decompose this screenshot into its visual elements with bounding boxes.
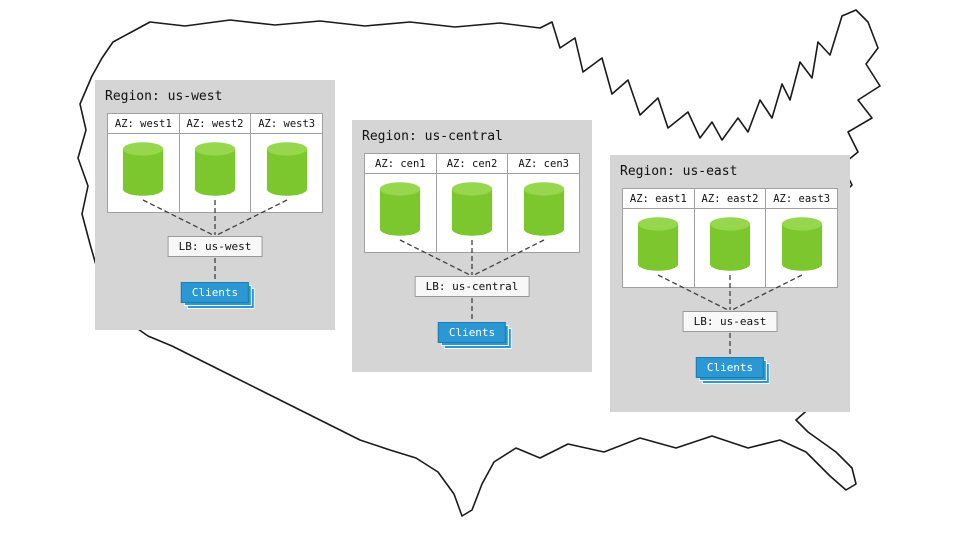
region-title: Region: us-east [620,164,738,179]
database-cylinder-icon [194,142,236,196]
database-cylinder-icon [266,142,307,196]
load-balancer-label: LB: us-central [425,280,519,293]
az-label: AZ: east2 [694,189,766,209]
az-row: AZ: cen1 AZ: cen2 AZ: cen3 [364,153,581,253]
region-panel-us-east: Region: us-east AZ: east1 AZ: east2 AZ: … [610,155,850,412]
az-cell: AZ: west1 [107,113,180,213]
az-label: AZ: cen3 [508,154,580,174]
database-cylinder-icon [638,217,679,271]
load-balancer-box: LB: us-west [167,236,263,257]
load-balancer-label: LB: us-east [693,315,767,328]
clients-label: Clients [695,357,765,378]
az-label: AZ: east1 [623,189,694,209]
az-label: AZ: west3 [251,114,323,134]
az-label: AZ: west1 [108,114,179,134]
clients-label: Clients [437,322,507,343]
database-cylinder-icon [451,182,493,236]
region-panel-us-west: Region: us-west AZ: west1 AZ: west2 AZ: … [95,80,335,330]
az-row: AZ: west1 AZ: west2 AZ: west3 [107,113,324,213]
database-cylinder-icon [781,217,822,271]
clients-box: Clients [180,282,256,309]
az-cell: AZ: cen1 [364,153,437,253]
az-label: AZ: east3 [766,189,838,209]
clients-box: Clients [695,357,771,384]
clients-box: Clients [437,322,513,349]
az-label: AZ: west2 [179,114,251,134]
region-title: Region: us-west [105,89,223,104]
database-cylinder-icon [709,217,751,271]
region-title: Region: us-central [362,129,503,144]
az-cell: AZ: west3 [251,113,324,213]
database-cylinder-icon [380,182,421,236]
region-panel-us-central: Region: us-central AZ: cen1 AZ: cen2 AZ:… [352,120,592,372]
database-cylinder-icon [123,142,164,196]
az-row: AZ: east1 AZ: east2 AZ: east3 [622,188,839,288]
az-label: AZ: cen1 [365,154,436,174]
database-cylinder-icon [523,182,564,236]
az-cell: AZ: east3 [766,188,839,288]
az-cell: AZ: cen3 [508,153,581,253]
load-balancer-box: LB: us-central [414,276,530,297]
load-balancer-box: LB: us-east [682,311,778,332]
az-label: AZ: cen2 [436,154,508,174]
az-cell: AZ: east1 [622,188,695,288]
az-cell: AZ: west2 [179,113,252,213]
az-cell: AZ: cen2 [436,153,509,253]
az-cell: AZ: east2 [694,188,767,288]
load-balancer-label: LB: us-west [178,240,252,253]
clients-label: Clients [180,282,250,303]
